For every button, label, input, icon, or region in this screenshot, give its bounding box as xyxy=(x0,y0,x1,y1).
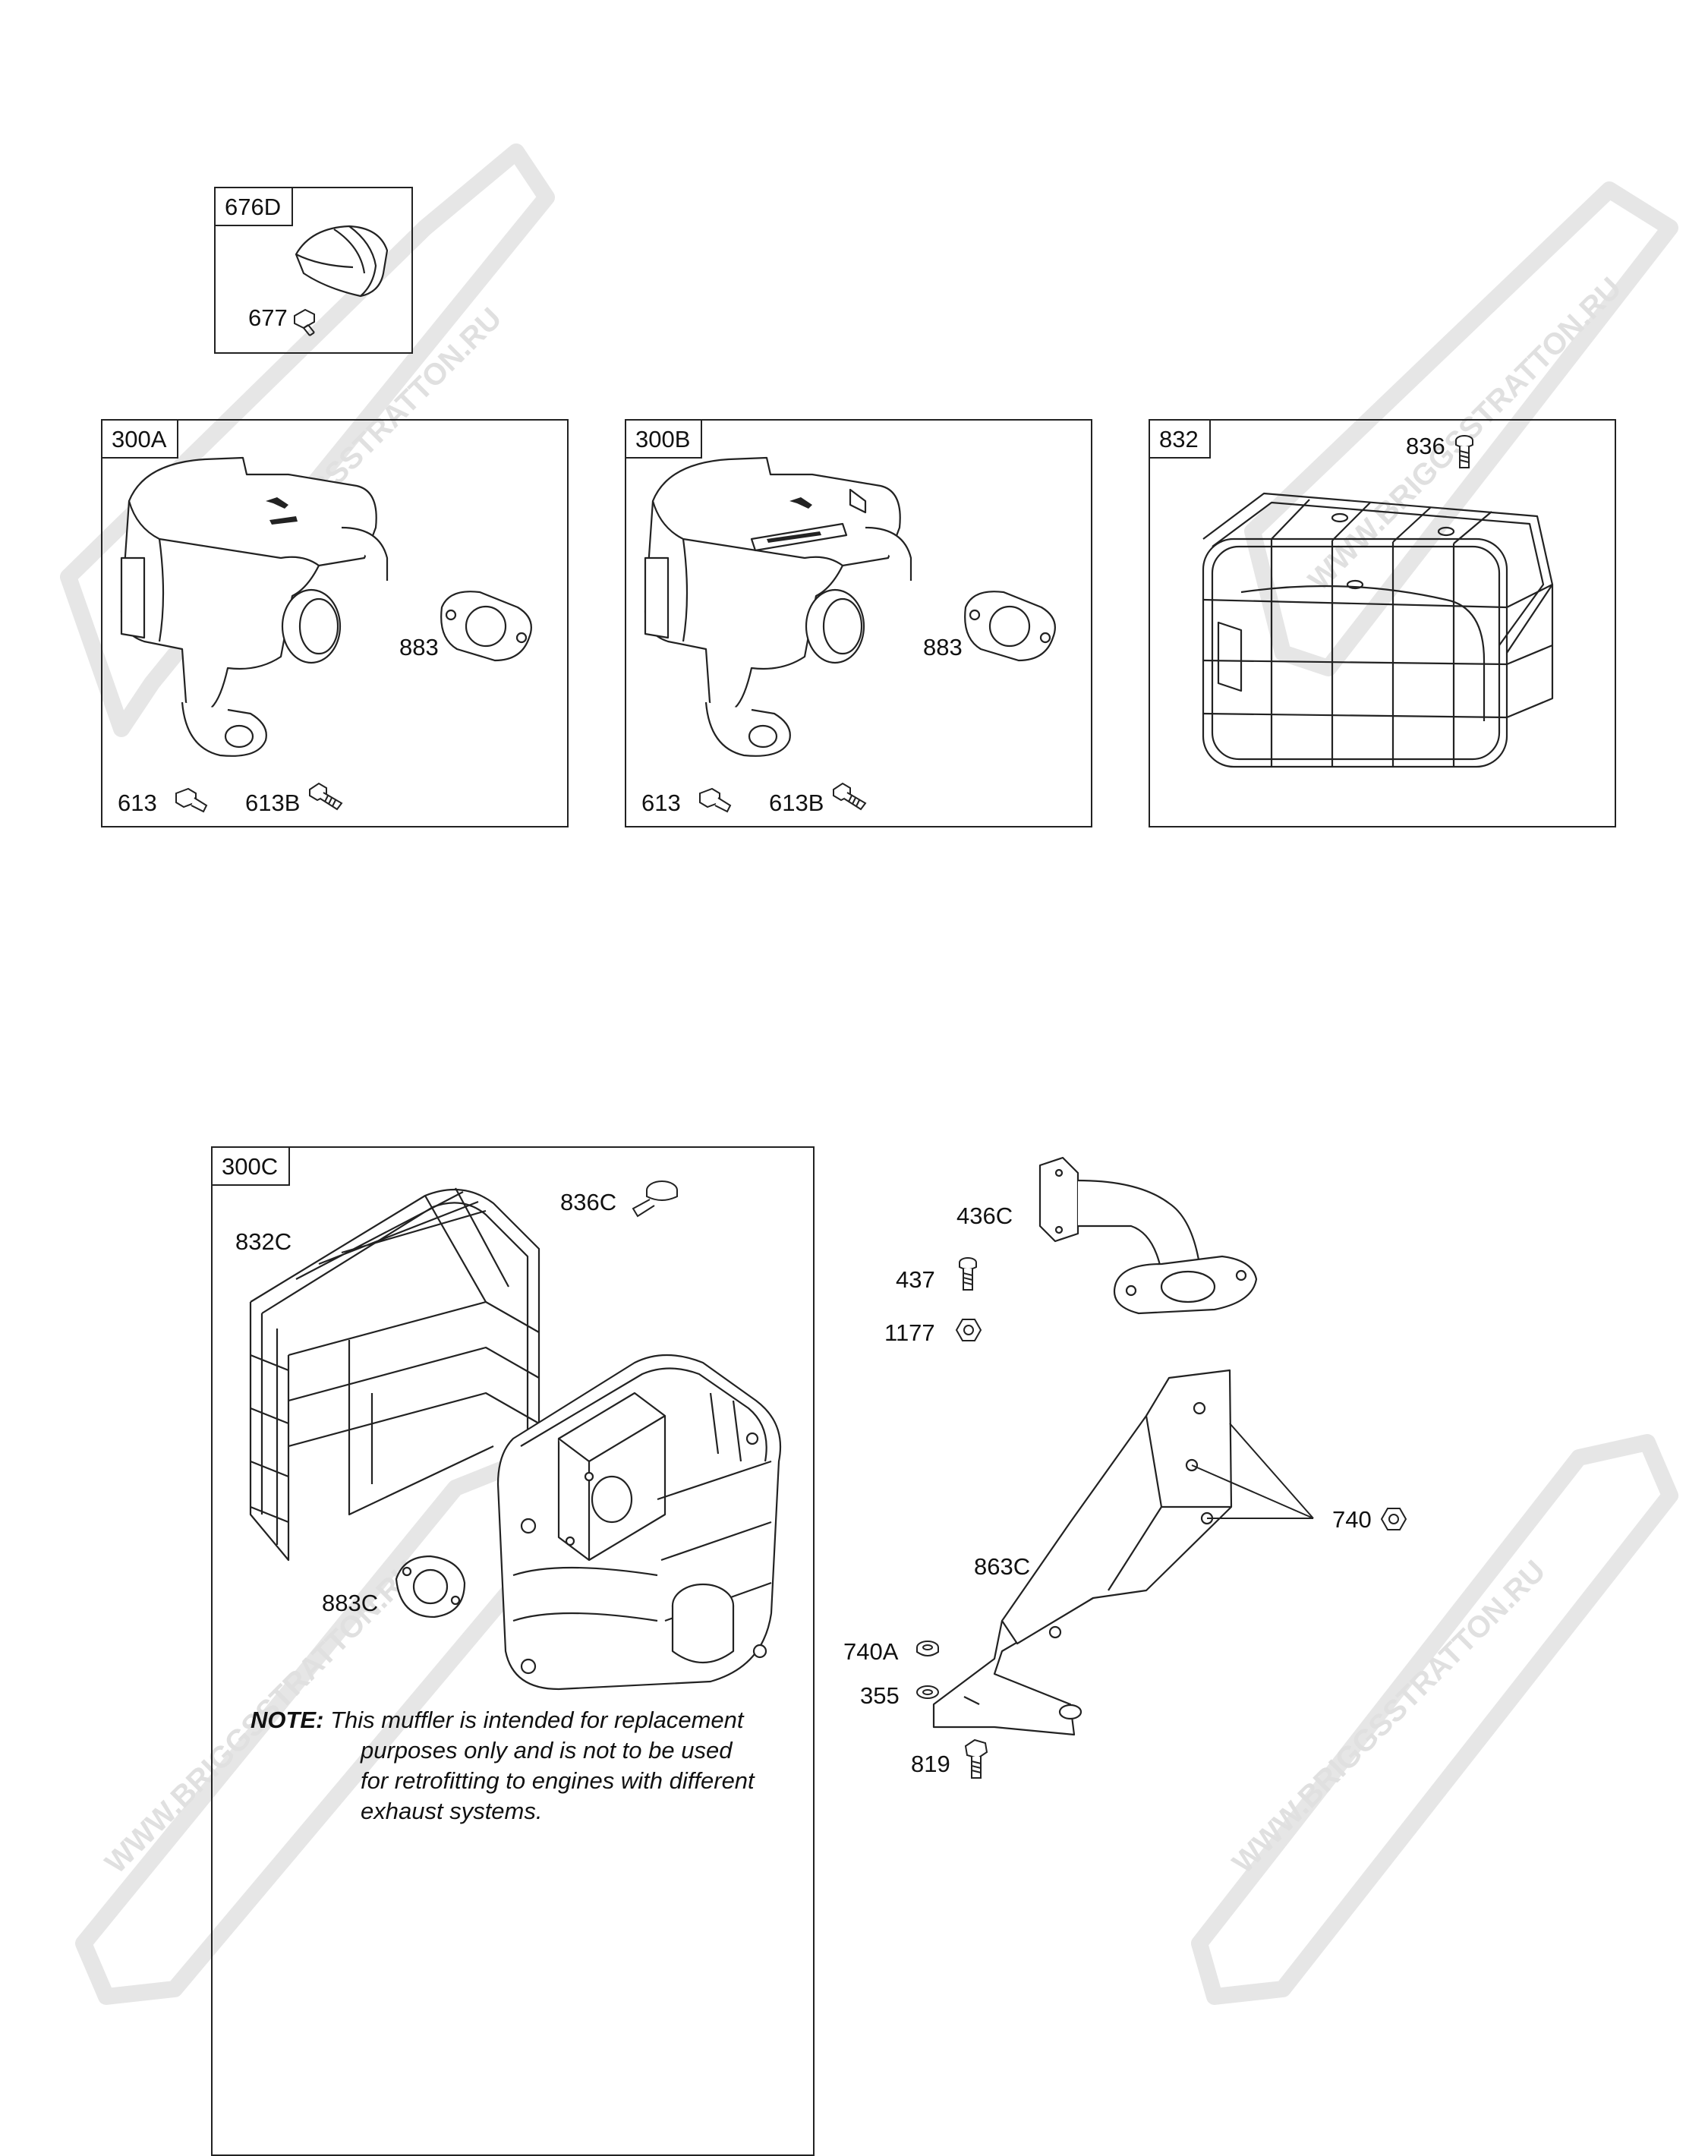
group-676D-tag: 676D xyxy=(216,188,294,226)
group-832-tag: 832 xyxy=(1150,421,1211,459)
replacement-note: NOTE: This muffler is intended for repla… xyxy=(251,1705,812,1827)
note-text-4: exhaust systems. xyxy=(361,1798,543,1824)
screw-836-icon xyxy=(1455,435,1473,468)
screw-437-icon xyxy=(959,1257,977,1291)
note-text-3: for retrofitting to engines with differe… xyxy=(361,1767,755,1794)
bolt-819-icon xyxy=(964,1738,988,1779)
label-613-a: 613 xyxy=(118,790,157,816)
label-355: 355 xyxy=(860,1682,900,1709)
note-line-1: NOTE: This muffler is intended for repla… xyxy=(251,1705,812,1735)
label-832C: 832C xyxy=(235,1228,292,1255)
bolt-613B-b-icon xyxy=(833,782,867,811)
label-613B-a: 613B xyxy=(245,790,301,816)
muffler-guard-cage-drawing xyxy=(1202,492,1554,768)
watermark-logo-shape xyxy=(1191,1434,1678,2005)
note-text-2: purposes only and is not to be used xyxy=(361,1737,733,1764)
bracket-863C-drawing xyxy=(932,1369,1314,1736)
parts-diagram: WWW.BRIGGSSTRATTON.RU WWW.BRIGGSSTRATTON… xyxy=(60,143,1678,2156)
watermark-logo-shape xyxy=(1244,181,1678,676)
deflector-cap-drawing xyxy=(295,225,389,298)
label-836C: 836C xyxy=(560,1189,617,1215)
heat-shield-832C-drawing xyxy=(249,1187,540,1562)
washer-355-icon xyxy=(916,1685,939,1699)
group-300B-frame: 300B xyxy=(625,419,1092,827)
label-819: 819 xyxy=(911,1751,950,1777)
gasket-883-a-icon xyxy=(440,591,532,662)
label-436C: 436C xyxy=(956,1203,1013,1229)
exhaust-elbow-436C-drawing xyxy=(1038,1156,1258,1315)
label-883-a: 883 xyxy=(399,634,439,660)
label-613-b: 613 xyxy=(641,790,681,816)
group-300B-tag: 300B xyxy=(626,421,703,459)
bolt-836C-icon xyxy=(632,1180,678,1218)
label-740A: 740A xyxy=(843,1638,899,1665)
bolt-613-a-icon xyxy=(175,787,208,813)
label-1177: 1177 xyxy=(884,1319,935,1346)
label-740: 740 xyxy=(1332,1506,1372,1533)
gasket-883C-icon xyxy=(395,1555,466,1619)
label-613B-b: 613B xyxy=(769,790,824,816)
label-836: 836 xyxy=(1406,433,1445,459)
nut-1177-icon xyxy=(955,1319,982,1341)
group-300A-frame: 300A xyxy=(101,419,569,827)
watermark-logo-shape xyxy=(60,143,555,737)
muffler-300B-drawing xyxy=(644,456,912,757)
bolt-613-b-icon xyxy=(699,787,732,813)
muffler-300A-drawing xyxy=(120,456,389,757)
group-676D-frame: 676D xyxy=(214,187,413,354)
label-883C: 883C xyxy=(322,1590,379,1616)
group-300A-tag: 300A xyxy=(102,421,179,459)
nut-740A-icon xyxy=(916,1641,939,1656)
screw-677-icon xyxy=(294,308,315,336)
label-677: 677 xyxy=(248,304,288,331)
muffler-300C-drawing xyxy=(496,1354,782,1691)
nut-740-icon xyxy=(1380,1508,1407,1530)
bolt-613B-a-icon xyxy=(309,782,343,811)
gasket-883-b-icon xyxy=(964,591,1056,662)
group-300C-tag: 300C xyxy=(213,1148,291,1186)
note-text-1: This muffler is intended for replacement xyxy=(330,1707,744,1733)
label-437: 437 xyxy=(896,1266,935,1293)
note-keyword: NOTE: xyxy=(251,1707,324,1733)
label-883-b: 883 xyxy=(923,634,963,660)
group-832-frame: 832 xyxy=(1149,419,1616,827)
label-863C: 863C xyxy=(974,1553,1031,1580)
